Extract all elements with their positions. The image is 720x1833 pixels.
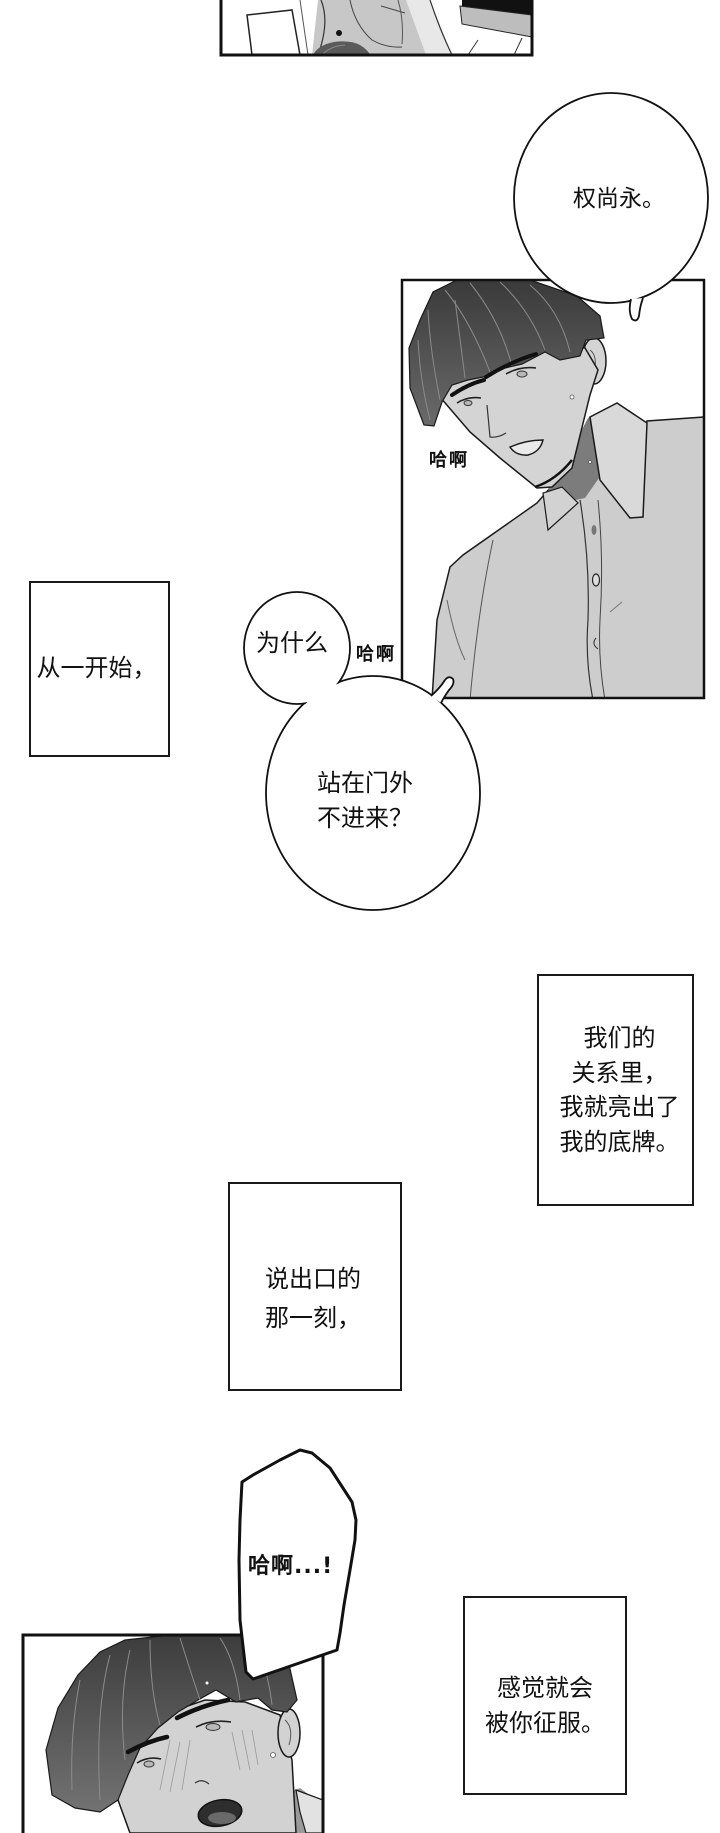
mouth <box>508 439 544 456</box>
eyebrow <box>484 352 538 379</box>
eyebrow <box>450 378 486 397</box>
bubble-why-and-outside-shape <box>243 591 481 911</box>
narration-line: 我的底牌。 <box>559 1127 680 1156</box>
ear <box>277 1708 301 1758</box>
narration-text: 从一开始， <box>31 654 168 682</box>
bubble-line: 站在门外 <box>317 769 413 797</box>
narration-box-2: 我们的 关系里， 我就亮出了 我的底牌。 <box>537 974 694 1206</box>
monitor-shape <box>462 0 532 15</box>
panel-3-border <box>21 1633 325 1833</box>
bubble-tail <box>430 676 455 704</box>
panel-1 <box>219 0 534 57</box>
collar <box>295 1789 323 1833</box>
bubble-tail <box>628 297 644 322</box>
narration-line: 被你征服。 <box>485 1709 605 1737</box>
eye <box>463 400 473 406</box>
sfx-panting-panel: 哈啊 <box>429 450 469 471</box>
narration-box-1: 从一开始， <box>29 581 170 757</box>
nose <box>194 1780 210 1785</box>
narration-box-4: 感觉就会 被你征服。 <box>463 1596 627 1795</box>
narration-text: 感觉就会 被你征服。 <box>465 1671 625 1741</box>
bubble-gasp-shape <box>237 1448 358 1681</box>
narration-line: 说出口的 <box>265 1265 361 1293</box>
bubble-why-text: 为什么 <box>256 629 328 657</box>
bubble-name-call-shape <box>513 92 709 322</box>
narration-line: 感觉就会 <box>497 1674 593 1702</box>
collar-right <box>589 402 648 519</box>
bubble-line: 不进来？ <box>317 804 413 832</box>
eyebrow <box>174 1697 231 1721</box>
panel-2 <box>400 278 706 700</box>
panel-1-art <box>221 0 532 55</box>
eye <box>205 1723 221 1731</box>
eyebrow <box>125 1734 170 1755</box>
bubble-gasp-text: 哈啊...! <box>248 1554 334 1579</box>
narration-line: 关系里， <box>571 1058 668 1087</box>
panel-2-art <box>402 280 704 698</box>
narration-text: 说出口的 那一刻， <box>265 1260 400 1338</box>
narration-line: 那一刻， <box>265 1304 361 1332</box>
bubble-name-call-text: 权尚永。 <box>573 186 665 212</box>
hair <box>408 280 605 427</box>
hair <box>45 1635 298 1813</box>
eye <box>516 370 528 378</box>
hair-top-shape <box>313 41 370 55</box>
narration-line: 我们的 <box>583 1024 656 1052</box>
eye <box>143 1760 155 1768</box>
narration-box-3: 说出口的 那一刻， <box>228 1182 402 1391</box>
tablet-shape <box>246 9 301 55</box>
nose <box>486 404 507 438</box>
narration-line: 从一开始， <box>36 654 157 682</box>
collar-left <box>542 486 579 532</box>
bubble-outside-door-text: 站在门外 不进来？ <box>317 766 413 836</box>
panel-1-border <box>219 0 534 57</box>
sfx-panting-between: 哈啊 <box>356 642 396 670</box>
shirt-button <box>591 573 601 587</box>
narration-text: 我们的 关系里， 我就亮出了 我的底牌。 <box>539 1021 692 1159</box>
narration-line: 我就亮出了 <box>559 1093 680 1121</box>
